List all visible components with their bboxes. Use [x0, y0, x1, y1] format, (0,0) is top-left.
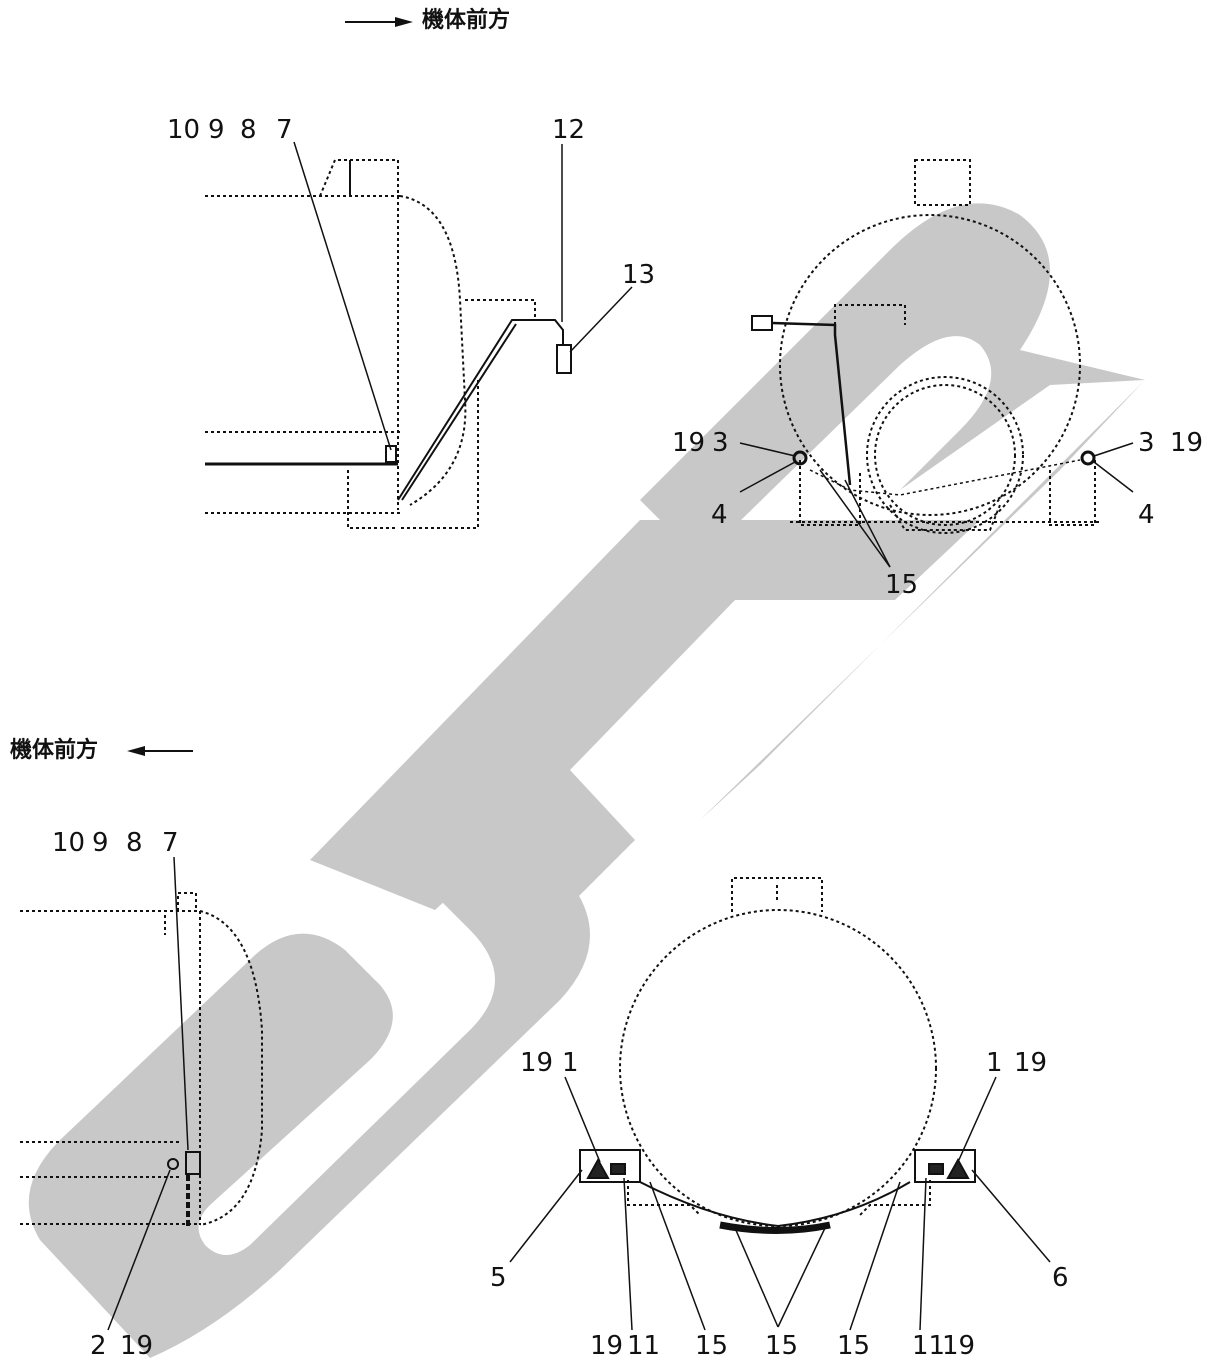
- view-4-end: [509, 877, 1051, 1331]
- callout-v4-19-top-left: 19: [520, 1048, 554, 1078]
- callout-v2-4-right: 4: [1138, 500, 1155, 530]
- callout-v4-15-left: 15: [695, 1331, 729, 1361]
- callout-v2-3-right: 3: [1138, 428, 1155, 458]
- direction-arrow-bottom: [127, 746, 193, 756]
- callout-v2-19-left: 19: [672, 428, 706, 458]
- callout-v4-19-bottom-left: 19: [590, 1331, 624, 1361]
- callout-v1-13: 13: [622, 260, 656, 290]
- direction-arrow-top: [345, 17, 413, 27]
- callout-v4-5: 5: [490, 1263, 507, 1293]
- callout-v2-19-right: 19: [1170, 428, 1204, 458]
- callout-v2-15: 15: [885, 570, 919, 600]
- direction-label-top: 機体前方: [422, 8, 511, 33]
- callout-v3-8: 8: [126, 828, 143, 858]
- callout-v3-2: 2: [90, 1331, 107, 1361]
- callout-v4-1-left: 1: [562, 1048, 579, 1078]
- callout-v3-10: 10: [52, 828, 86, 858]
- callout-v2-4-left: 4: [711, 500, 728, 530]
- callout-v3-9: 9: [92, 828, 109, 858]
- view-3-side: [20, 856, 263, 1331]
- callout-v4-19-bottom-right: 19: [942, 1331, 976, 1361]
- callout-v1-12: 12: [552, 115, 586, 145]
- callout-v4-19-top-right: 19: [1014, 1048, 1048, 1078]
- callout-v1-10: 10: [167, 115, 201, 145]
- callout-v1-9: 9: [208, 115, 225, 145]
- callout-v3-19: 19: [120, 1331, 154, 1361]
- callout-v2-3-left: 3: [712, 428, 729, 458]
- callout-v4-15-right: 15: [837, 1331, 871, 1361]
- callout-v4-6: 6: [1052, 1263, 1069, 1293]
- callout-v3-7: 7: [162, 828, 179, 858]
- callout-v1-7: 7: [276, 115, 293, 145]
- callout-v4-1-right: 1: [986, 1048, 1003, 1078]
- view-1-side: [205, 141, 633, 529]
- callout-v4-11-right: 11: [912, 1331, 946, 1361]
- direction-label-bottom: 機体前方: [10, 738, 99, 763]
- watermark-logo: [28, 203, 1145, 1358]
- view-2-end: [739, 159, 1134, 568]
- callout-v4-11-left: 11: [627, 1331, 661, 1361]
- callout-v4-15-center: 15: [765, 1331, 799, 1361]
- callout-v1-8: 8: [240, 115, 257, 145]
